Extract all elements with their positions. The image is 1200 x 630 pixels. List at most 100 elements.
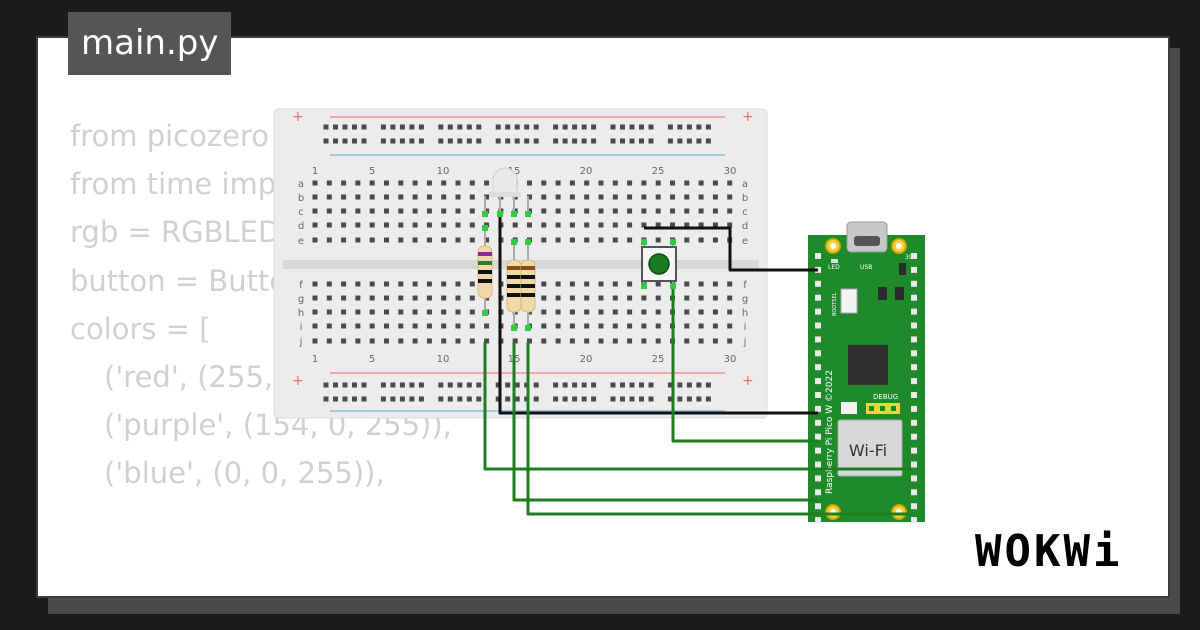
rail-hole [705, 382, 711, 388]
breadboard-hole [341, 208, 347, 214]
breadboard-hole [655, 309, 661, 315]
rail-hole [696, 138, 702, 144]
rail-hole [505, 124, 511, 130]
rail-hole [629, 124, 635, 130]
pico-pin [911, 378, 917, 385]
wire-green[interactable] [512, 342, 818, 502]
breadboard-hole [326, 237, 332, 243]
breadboard-hole [727, 338, 733, 344]
rail-hole [648, 124, 654, 130]
column-number: 25 [652, 354, 665, 365]
breadboard-hole [469, 208, 475, 214]
breadboard-hole [541, 222, 547, 228]
breadboard-hole [341, 323, 347, 329]
rail-hole [333, 382, 338, 388]
pico-pin [815, 433, 821, 440]
breadboard-hole [727, 222, 733, 228]
rail-hole [380, 124, 386, 130]
breadboard-hole [326, 323, 332, 329]
rail-hole [686, 382, 692, 388]
breadboard-hole [426, 281, 432, 287]
breadboard-hole [541, 309, 547, 315]
breadboard-hole [341, 295, 347, 301]
pico-pin [815, 322, 821, 329]
resistor-3[interactable] [520, 242, 536, 328]
rail-hole [342, 138, 348, 144]
breadboard-hole [384, 180, 389, 186]
breadboard-hole [312, 338, 318, 344]
rail-hole [457, 382, 463, 388]
breadboard-hole [555, 237, 561, 243]
breadboard-hole [727, 323, 733, 329]
bootsel-button[interactable] [840, 288, 858, 314]
column-number: 20 [580, 354, 593, 365]
breadboard-hole [727, 281, 733, 287]
wire-led-gnd[interactable] [498, 214, 818, 415]
rail-hole [696, 396, 702, 402]
rail-hole [639, 396, 644, 402]
rail-hole [620, 138, 625, 144]
breadboard-hole [355, 194, 361, 200]
rail-hole [342, 124, 348, 130]
breadboard-hole [369, 194, 375, 200]
pico-pin [815, 503, 821, 510]
row-letter: f [743, 280, 747, 291]
rgb-led[interactable] [484, 167, 529, 214]
breadboard-hole [569, 180, 575, 186]
breadboard-hole [727, 208, 733, 214]
breadboard-hole [384, 338, 389, 344]
pico-w-board[interactable]: 2 39 LED USB BOOTSEL DEBUG Wi-Fi Raspber… [808, 221, 925, 524]
wire-button-signal[interactable] [671, 286, 818, 443]
breadboard-hole [627, 338, 633, 344]
rail-hole [639, 124, 644, 130]
breadboard-hole [727, 295, 733, 301]
breadboard-hole [555, 309, 561, 315]
breadboard-hole [426, 222, 432, 228]
breadboard-hole [627, 222, 633, 228]
rail-hole [342, 382, 348, 388]
rail-hole [476, 138, 482, 144]
rail-hole [438, 382, 444, 388]
wire-blue[interactable] [526, 342, 912, 516]
breadboard-hole [641, 338, 647, 344]
button-cap[interactable] [648, 253, 670, 275]
breadboard-hole [698, 194, 704, 200]
breadboard-hole [369, 180, 375, 186]
breadboard-hole [455, 309, 461, 315]
rail-hole [418, 138, 424, 144]
breadboard-hole [684, 222, 690, 228]
breadboard-hole [555, 208, 561, 214]
breadboard-hole [355, 180, 361, 186]
breadboard-hole [627, 208, 633, 214]
pico-pin [911, 475, 917, 482]
breadboard-hole [627, 237, 633, 243]
rail-hole [342, 396, 348, 402]
rail-hole [553, 138, 559, 144]
rail-hole [667, 138, 673, 144]
breadboard-hole [384, 208, 389, 214]
column-numbers-top: 1 5 10 15 20 25 30 [312, 166, 737, 177]
breadboard-hole [670, 222, 675, 228]
file-tab[interactable]: main.py [68, 12, 232, 75]
pico-pin [911, 253, 917, 259]
resistor-1[interactable] [477, 228, 493, 312]
breadboard-hole [398, 208, 404, 214]
breadboard-hole [398, 237, 404, 243]
pico-pin [911, 419, 917, 426]
breadboard-hole [569, 281, 575, 287]
rail-hole [591, 138, 597, 144]
pushbutton[interactable] [641, 242, 677, 286]
wire-button-gnd[interactable] [644, 226, 818, 272]
breadboard-hole [312, 194, 318, 200]
pico-pin [911, 489, 917, 496]
row-letter: g [298, 294, 304, 305]
wire-red[interactable] [483, 342, 912, 471]
breadboard-hole [412, 295, 418, 301]
breadboard-hole [569, 295, 575, 301]
breadboard-hole [569, 208, 575, 214]
breadboard-hole [355, 323, 361, 329]
column-number: 5 [369, 166, 375, 177]
breadboard-hole [555, 295, 561, 301]
pico-pin [911, 294, 917, 301]
breadboard-hole [384, 237, 389, 243]
